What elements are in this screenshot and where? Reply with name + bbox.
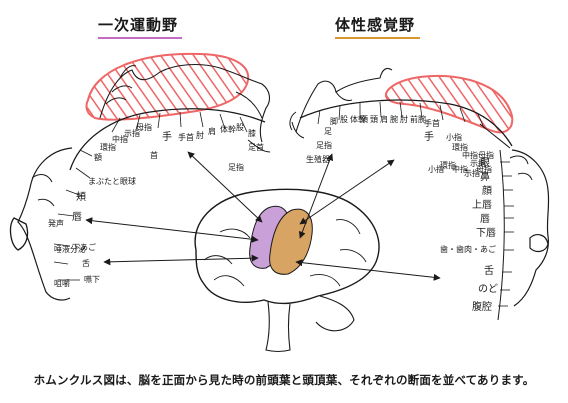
sensory-cortex-section: 生殖器 足指 足 脚 股 体幹 頸 頭 肩 腕 肘 前腕 手首 手 小指 環指 … — [289, 67, 550, 321]
sensory-side-middle-finger: 中指 — [452, 164, 468, 174]
sensory-label-toes: 足指 — [316, 140, 332, 150]
sensory-cortex-title: 体性感覚野 — [335, 16, 415, 34]
sensory-label-little-finger: 小指 — [446, 132, 462, 142]
sensory-label-abdomen: 腹腔 — [472, 300, 492, 313]
sensory-head-ticks — [498, 161, 514, 307]
motor-label-thumb: 母指 — [136, 122, 152, 132]
motor-label-lips: 唇 — [72, 211, 82, 223]
brain-illustration — [194, 188, 380, 353]
sensory-label-trunk: 体幹 — [350, 114, 366, 124]
sensory-homunculus-body — [295, 67, 393, 133]
motor-label-middle-finger: 中指 — [112, 134, 128, 144]
sensory-label-forearm: 前腕 — [410, 114, 426, 124]
motor-label-salivation: 唾液分泌 — [54, 244, 86, 254]
sensory-label-teeth-gums-jaw: 歯・歯肉・あご — [440, 244, 496, 254]
motor-label-brow: 額 — [94, 152, 102, 162]
sensory-label-eye: 眼 — [480, 157, 490, 169]
motor-label-hand: 手 — [162, 130, 172, 143]
sensory-label-middle-finger: 中指 — [462, 150, 478, 160]
motor-label-toes: 足指 — [228, 162, 244, 172]
sensory-label-neck: 頸 — [360, 115, 368, 124]
sensory-label-genitals: 生殖器 — [306, 154, 330, 164]
sensory-side-thumb: 母指 — [476, 164, 492, 174]
sensory-side-index-finger: 示指 — [464, 168, 480, 178]
sensory-side-little-finger: 小指 — [428, 164, 444, 174]
motor-label-elbow: 肘 — [196, 131, 204, 140]
motor-label-neck: 首 — [150, 150, 158, 160]
sensory-radial-ticks — [317, 101, 485, 129]
motor-head-labels: 額 まぶたと眼球 頬 唇 下あご 舌 嚥下 発声 唾液分泌 咀嚼 — [48, 152, 136, 288]
motor-label-knee: 膝 — [248, 128, 256, 138]
arrow-sensory-face — [295, 259, 441, 281]
arrow-motor-body — [187, 151, 263, 223]
motor-label-index-finger: 示指 — [124, 128, 140, 138]
sensory-label-nose: 鼻 — [480, 170, 490, 183]
sensory-cortex-arc — [299, 99, 513, 147]
sensory-label-elbow: 肘 — [400, 115, 408, 124]
motor-label-trunk: 体幹 — [220, 124, 236, 134]
arrow-sensory-legs — [298, 153, 334, 239]
brain-stem — [265, 301, 291, 353]
motor-homunculus-body — [99, 63, 271, 143]
sensory-label-foot: 足 — [324, 127, 332, 136]
motor-label-jaw: 下あご — [72, 242, 96, 252]
connection-arrows — [85, 151, 441, 281]
motor-label-cheek: 頬 — [76, 190, 86, 203]
sensory-face-outline — [511, 149, 550, 307]
motor-arc-labels: 環指 中指 示指 母指 首 手 手首 肘 肩 体幹 股 膝 足首 足指 — [100, 122, 264, 172]
motor-homunculus-fingers — [105, 65, 137, 105]
motor-label-ring-finger: 環指 — [100, 142, 116, 152]
motor-head-ticks — [53, 149, 93, 281]
sensory-label-face: 顔 — [482, 184, 492, 197]
motor-face-eye — [31, 174, 55, 207]
motor-label-shoulder: 肩 — [208, 126, 216, 136]
motor-label-vocalization: 発声 — [48, 218, 64, 228]
motor-cortex-arc — [69, 108, 266, 171]
sensory-label-tongue: 舌 — [484, 265, 494, 277]
sensory-label-hip: 股 — [340, 115, 348, 124]
arrow-motor-mouth — [103, 254, 259, 266]
motor-label-swallowing: 嚥下 — [84, 274, 100, 284]
sensory-label-throat: のど — [478, 283, 498, 295]
motor-cortex-section: 環指 中指 示指 母指 首 手 手首 肘 肩 体幹 股 膝 足首 足指 — [9, 52, 271, 301]
sensory-label-head: 頭 — [370, 115, 378, 124]
sensory-homunculus-hand — [479, 123, 511, 149]
motor-homunculus-leg — [235, 91, 271, 153]
motor-label-eyelid-eyeball: まぶたと眼球 — [88, 176, 136, 186]
sensory-face-mouth — [529, 234, 549, 253]
sensory-arc-labels: 生殖器 足指 足 脚 股 体幹 頸 頭 肩 腕 肘 前腕 手首 手 小指 環指 … — [306, 114, 494, 178]
sensory-face-eye — [509, 155, 533, 181]
motor-face-mouth — [9, 217, 29, 251]
sensory-label-lip: 唇 — [480, 213, 490, 225]
sensory-homunculus-foot — [289, 111, 305, 139]
motor-label-ankle: 足首 — [248, 142, 264, 152]
sensory-head-labels: 眼 鼻 顔 上唇 唇 下唇 歯・歯肉・あご 舌 のど 腹腔 — [440, 157, 498, 313]
sensory-label-upper-lip: 上唇 — [472, 199, 492, 211]
arrow-motor-face — [85, 217, 259, 243]
figure-caption: ホムンクルス図は、脳を正面から見た時の前頭葉と頭頂葉、それぞれの断面を並べてあり… — [33, 373, 535, 387]
sensory-label-index-finger: 示指 — [470, 158, 486, 168]
sensory-label-shoulder: 肩 — [380, 114, 388, 124]
sensory-label-arm: 腕 — [390, 114, 398, 124]
sensory-label-wrist: 手首 — [424, 118, 440, 128]
motor-label-hip: 股 — [236, 123, 244, 132]
motor-label-wrist: 手首 — [178, 132, 194, 142]
sensory-head-arc — [497, 149, 505, 321]
motor-label-tongue: 舌 — [82, 258, 90, 268]
motor-radial-ticks — [111, 111, 248, 133]
sensory-side-ring-finger: 環指 — [440, 160, 456, 170]
motor-cortex-band — [85, 52, 250, 121]
sensory-label-thumb: 母指 — [478, 150, 494, 160]
sensory-label-lower-lip: 下唇 — [476, 227, 496, 239]
sensory-label-hand: 手 — [424, 130, 434, 143]
sensory-label-ring-finger: 環指 — [452, 142, 468, 152]
sensory-label-leg: 脚 — [330, 116, 338, 126]
motor-cortex-title: 一次運動野 — [98, 16, 178, 34]
cerebellum — [315, 295, 355, 332]
motor-label-mastication: 咀嚼 — [54, 279, 70, 288]
